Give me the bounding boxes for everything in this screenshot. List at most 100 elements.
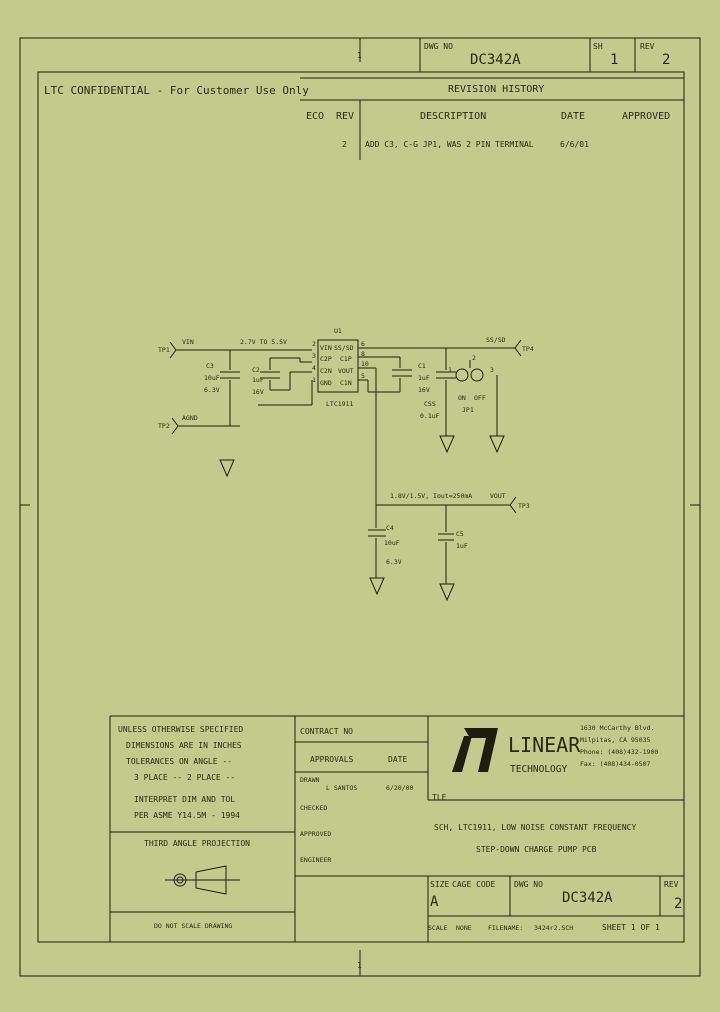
bottom-title-block-frame [109, 715, 684, 942]
dwg-no: DC342A [470, 52, 521, 68]
schematic-labels: TP1 VIN 2.7V TO 5.5V C3 10uF 6.3V C2 1uF… [158, 327, 534, 566]
logo-line-2: TECHNOLOGY [510, 764, 567, 775]
rev-row-rev: 2 [342, 140, 347, 149]
ss-sd-net-label: SS/SD [486, 336, 506, 344]
u1-pin-num-10: 10 [361, 360, 369, 368]
filename-label: FILENAME: [488, 924, 523, 932]
engineer-role: ENGINEER [300, 856, 331, 864]
drawn-date: 6/20/00 [386, 784, 413, 792]
c2-ref: C2 [252, 366, 260, 374]
u1-ref: U1 [334, 327, 342, 335]
approvals-label: APPROVALS [310, 755, 354, 764]
c4-value: 10uF [384, 539, 400, 547]
u1-pin-c1n: C1N [340, 379, 352, 387]
revision-history-title: REVISION HISTORY [448, 84, 544, 95]
sheet-border [19, 37, 701, 977]
rev-col-date: DATE [561, 111, 585, 122]
bottom-dwg-no: DC342A [562, 890, 613, 906]
sheet-of: SHEET 1 OF 1 [602, 923, 660, 932]
css-value: 0.1uF [420, 412, 440, 420]
bottom-dwg-no-label: DWG NO [514, 880, 543, 889]
confidential-notice: LTC CONFIDENTIAL - For Customer Use Only [44, 84, 309, 97]
address-4: Fax: (408)434-0507 [580, 760, 651, 768]
u1-pin-gnd: GND [320, 379, 332, 387]
drawing-title-line-1: SCH, LTC1911, LOW NOISE CONSTANT FREQUEN… [434, 823, 636, 832]
dwg-no-label: DWG NO [424, 42, 453, 51]
u1-pin-c2n: C2N [320, 367, 332, 375]
top-title-block: DWG NO DC342A SH 1 REV 2 1 [357, 38, 670, 72]
bottom-rev: 2 [674, 896, 682, 912]
tolerance-line-1: UNLESS OTHERWISE SPECIFIED [118, 725, 243, 734]
revision-history: REVISION HISTORY ECO REV DESCRIPTION DAT… [300, 77, 684, 160]
c2-voltage: 16V [252, 388, 264, 396]
rev-row-date: 6/6/01 [560, 140, 589, 149]
tolerance-line-2: DIMENSIONS ARE IN INCHES [126, 741, 242, 750]
u1-part: LTC1911 [326, 400, 353, 408]
tle-label: TLE [432, 793, 447, 802]
c5-value: 1uF [456, 542, 468, 550]
sheet-label: SH [593, 42, 603, 51]
do-not-scale: DO NOT SCALE DRAWING [154, 922, 232, 930]
drawn-role: DRAWN [300, 776, 320, 784]
u1-pin-num-2: 2 [312, 340, 316, 348]
projection-label: THIRD ANGLE PROJECTION [144, 839, 250, 848]
u1-pin-num-8: 8 [361, 350, 365, 358]
address-2: Milpitas, CA 95035 [580, 736, 651, 744]
vout-net-label: VOUT [490, 492, 506, 500]
schematic-wiring [169, 339, 522, 602]
rev-number: 2 [662, 52, 670, 68]
c1-value: 1uF [418, 374, 430, 382]
rev-label: REV [640, 42, 655, 51]
tp3-label: TP3 [518, 502, 530, 510]
tp1-label: TP1 [158, 346, 170, 354]
jp1-ref: JP1 [462, 406, 474, 414]
cage-code-label: CAGE CODE [452, 880, 496, 889]
drawn-name: L SANTOS [326, 784, 357, 792]
u1-pin-vin: VIN [320, 344, 332, 352]
u1-pin-num-4: 4 [312, 364, 316, 372]
checked-role: CHECKED [300, 804, 327, 812]
u1-pin-sssd: SS/SD [334, 344, 354, 352]
u1-pin-num-6: 6 [361, 340, 365, 348]
u1-pin-c2p: C2P [320, 355, 332, 363]
linear-technology-logo: LINEAR TECHNOLOGY [452, 728, 581, 775]
tolerance-line-6: PER ASME Y14.5M - 1994 [134, 811, 240, 820]
size-value: A [430, 894, 439, 910]
c1-voltage: 16V [418, 386, 430, 394]
jp1-pin3: 3 [490, 366, 494, 374]
bottom-rev-label: REV [664, 880, 679, 889]
agnd-net-label: AGND [182, 414, 198, 422]
c3-voltage: 6.3V [204, 386, 220, 394]
jp1-off: OFF [474, 394, 486, 402]
tolerance-line-3: TOLERANCES ON ANGLE -- [126, 757, 232, 766]
u1-pin-vout: VOUT [338, 367, 354, 375]
vout-description: 1.8V/1.5V, Iout=250mA [390, 492, 472, 500]
jp1-pin1: 1 [448, 366, 452, 374]
address-3: Phone: (408)432-1900 [580, 748, 658, 756]
u1-pin-num-5: 5 [361, 372, 365, 380]
approvals-date-label: DATE [388, 755, 407, 764]
company-block: LINEAR TECHNOLOGY 1630 McCarthy Blvd. Mi… [452, 724, 658, 775]
rev-row-description: ADD C3, C-G JP1, WAS 2 PIN TERMINAL [365, 140, 534, 149]
c3-ref: C3 [206, 362, 214, 370]
bottom-row: SIZE CAGE CODE A DWG NO DC342A REV 2 SCA… [357, 880, 682, 970]
rev-col-eco: ECO [306, 111, 324, 122]
zone-bottom: 1 [357, 961, 362, 970]
rev-col-approved: APPROVED [622, 111, 670, 122]
tp4-label: TP4 [522, 345, 534, 353]
vin-range-label: 2.7V TO 5.5V [240, 338, 287, 346]
vin-net-label: VIN [182, 338, 194, 346]
sheet-number: 1 [610, 52, 618, 68]
rev-col-description: DESCRIPTION [420, 111, 486, 122]
u1-pin-num-3: 3 [312, 352, 316, 360]
tp2-label: TP2 [158, 422, 170, 430]
tolerance-line-4: 3 PLACE -- 2 PLACE -- [134, 773, 235, 782]
c4-ref: C4 [386, 524, 394, 532]
rev-col-rev: REV [336, 111, 354, 122]
contract-no-label: CONTRACT NO [300, 727, 353, 736]
scale-value: NONE [456, 924, 472, 932]
size-label: SIZE [430, 880, 449, 889]
filename-value: 3424r2.SCH [534, 924, 573, 932]
tolerance-block: UNLESS OTHERWISE SPECIFIED DIMENSIONS AR… [118, 725, 250, 930]
